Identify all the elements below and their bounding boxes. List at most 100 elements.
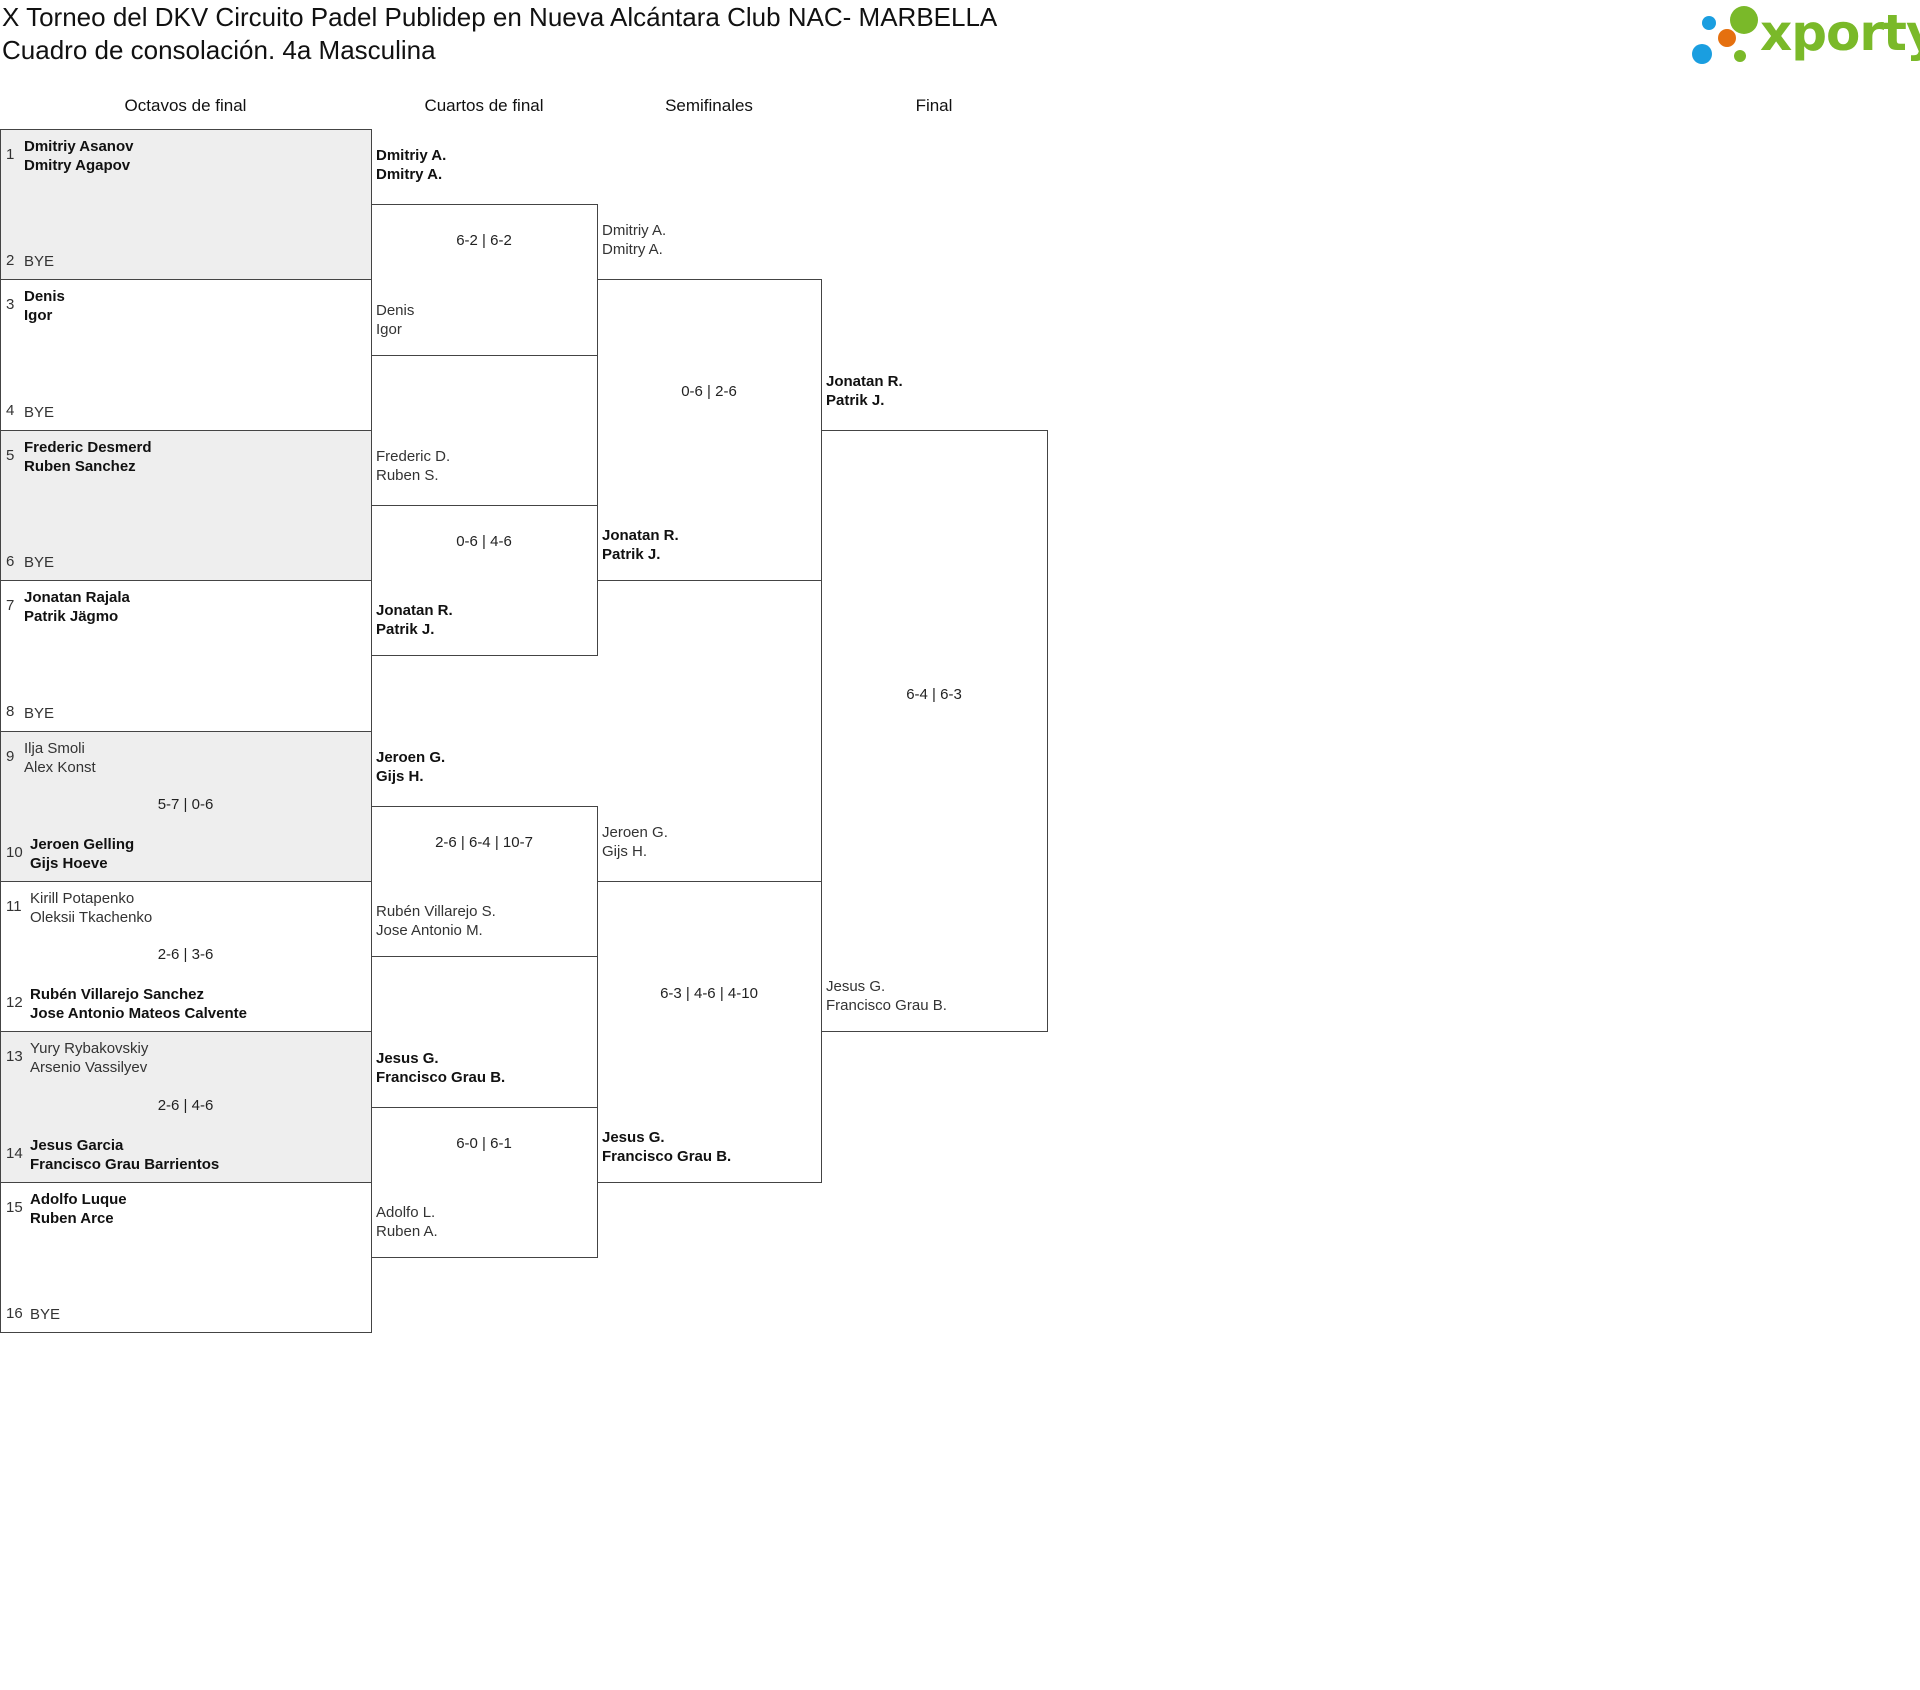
match-score: 6-0 | 6-1: [456, 1134, 512, 1152]
xporty-logo[interactable]: xporty: [1690, 4, 1920, 68]
team-name: Dmitry A.: [602, 241, 663, 259]
seed-number: 7: [6, 597, 15, 615]
player-name: Francisco Grau Barrientos: [30, 1155, 220, 1173]
round-header: Final: [915, 96, 953, 115]
team-name: Jose Antonio M.: [376, 922, 483, 940]
team-name: Ruben A.: [376, 1223, 438, 1240]
team-name: Francisco Grau B.: [826, 997, 947, 1015]
seed-number: 2: [6, 251, 15, 269]
seed-number: 15: [6, 1198, 23, 1216]
match-box[interactable]: [821, 429, 1048, 1033]
player-name: Ruben Arce: [30, 1209, 114, 1227]
team-name: Jesus G.: [826, 978, 886, 996]
team-name: Denis: [376, 301, 415, 319]
player-name: Ruben Sanchez: [24, 457, 136, 475]
player-name: Frederic Desmerd: [24, 438, 152, 456]
team-name: Patrik J.: [602, 546, 661, 564]
player-name: Jeroen Gelling: [30, 836, 135, 853]
match-score: 2-6 | 4-6: [157, 1096, 214, 1114]
seed-number: 10: [6, 844, 23, 861]
team-name: Igor: [376, 320, 402, 338]
match-score: 2-6 | 3-6: [157, 946, 214, 964]
logo-dot-icon: [1734, 50, 1746, 62]
team-name: Francisco Grau B.: [602, 1147, 732, 1165]
player-name: Dmitriy Asanov: [24, 138, 134, 155]
seed-number: 1: [6, 146, 15, 163]
logo-dot-icon: [1702, 16, 1716, 30]
team-name: Francisco Grau B.: [376, 1068, 506, 1086]
player-name: Gijs Hoeve: [30, 855, 108, 872]
match-box[interactable]: [0, 730, 372, 882]
team-name: Adolfo L.: [376, 1204, 436, 1221]
match-score: 0-6 | 2-6: [681, 383, 737, 401]
player-name: Patrik Jägmo: [24, 608, 119, 626]
round-header: Semifinales: [665, 96, 753, 115]
logo-dot-icon: [1692, 44, 1712, 64]
player-name: Denis: [24, 288, 65, 306]
logo-dot-icon: [1730, 6, 1758, 34]
tournament-title: X Torneo del DKV Circuito Padel Publidep…: [2, 2, 998, 32]
match-box[interactable]: [0, 129, 372, 281]
team-name: Jeroen G.: [376, 748, 446, 766]
seed-number: 4: [6, 402, 15, 420]
seed-number: 14: [6, 1144, 23, 1162]
team-name: Dmitriy A.: [376, 147, 447, 165]
seed-number: 16: [6, 1304, 23, 1322]
player-name: Ilja Smoli: [24, 739, 85, 757]
player-name: Oleksii Tkachenko: [30, 909, 153, 926]
match-score: 6-2 | 6-2: [456, 232, 512, 250]
team-name: Ruben S.: [376, 467, 439, 484]
seed-number: 6: [6, 552, 15, 570]
player-name: Alex Konst: [24, 758, 96, 776]
team-name: Jesus G.: [376, 1049, 439, 1067]
player-name: Jonatan Rajala: [24, 589, 130, 607]
team-name: Rubén Villarejo S.: [376, 903, 496, 921]
match-box[interactable]: [371, 204, 598, 356]
team-name: Jonatan R.: [826, 372, 903, 390]
team-name: Jeroen G.: [602, 824, 668, 841]
team-name: Patrik J.: [826, 391, 885, 409]
team-name: Frederic D.: [376, 448, 451, 465]
match-score: 6-4 | 6-3: [906, 685, 962, 703]
round-header: Cuartos de final: [424, 96, 544, 115]
player-name: BYE: [24, 403, 55, 421]
team-name: Gijs H.: [602, 843, 647, 860]
team-name: Dmitriy A.: [602, 222, 667, 240]
seed-number: 13: [6, 1048, 23, 1066]
player-name: Kirill Potapenko: [30, 890, 135, 907]
seed-number: 9: [6, 747, 15, 765]
match-box[interactable]: [0, 429, 372, 582]
match-score: 2-6 | 6-4 | 10-7: [435, 833, 533, 851]
seed-number: 12: [6, 994, 23, 1012]
player-name: BYE: [24, 554, 55, 572]
player-name: BYE: [24, 704, 55, 722]
draw-subtitle: Cuadro de consolación. 4a Masculina: [2, 35, 436, 65]
player-name: Yury Rybakovskiy: [30, 1040, 149, 1058]
player-name: Rubén Villarejo Sanchez: [30, 986, 204, 1004]
seed-number: 8: [6, 703, 15, 721]
logo-text: xporty: [1760, 4, 1920, 62]
team-name: Jesus G.: [602, 1128, 665, 1146]
player-name: Adolfo Luque: [30, 1190, 127, 1208]
player-name: Jesus Garcia: [30, 1136, 124, 1154]
team-name: Dmitry A.: [376, 166, 443, 184]
team-name: Patrik J.: [376, 621, 435, 639]
match-score: 5-7 | 0-6: [157, 795, 214, 813]
team-name: Jonatan R.: [602, 527, 679, 545]
match-box[interactable]: [0, 1031, 372, 1183]
team-name: Gijs H.: [376, 767, 424, 785]
match-score: 6-3 | 4-6 | 4-10: [660, 985, 758, 1002]
player-name: BYE: [24, 253, 55, 271]
player-name: Arsenio Vassilyev: [30, 1059, 148, 1077]
player-name: Dmitry Agapov: [24, 157, 131, 174]
match-score: 0-6 | 4-6: [456, 533, 512, 550]
round-header: Octavos de final: [124, 96, 247, 115]
logo-dot-icon: [1718, 29, 1736, 47]
seed-number: 5: [6, 446, 15, 464]
player-name: Igor: [24, 307, 53, 325]
seed-number: 11: [6, 898, 22, 915]
player-name: BYE: [30, 1306, 61, 1324]
player-name: Jose Antonio Mateos Calvente: [30, 1005, 247, 1023]
seed-number: 3: [6, 296, 15, 314]
team-name: Jonatan R.: [376, 602, 453, 620]
